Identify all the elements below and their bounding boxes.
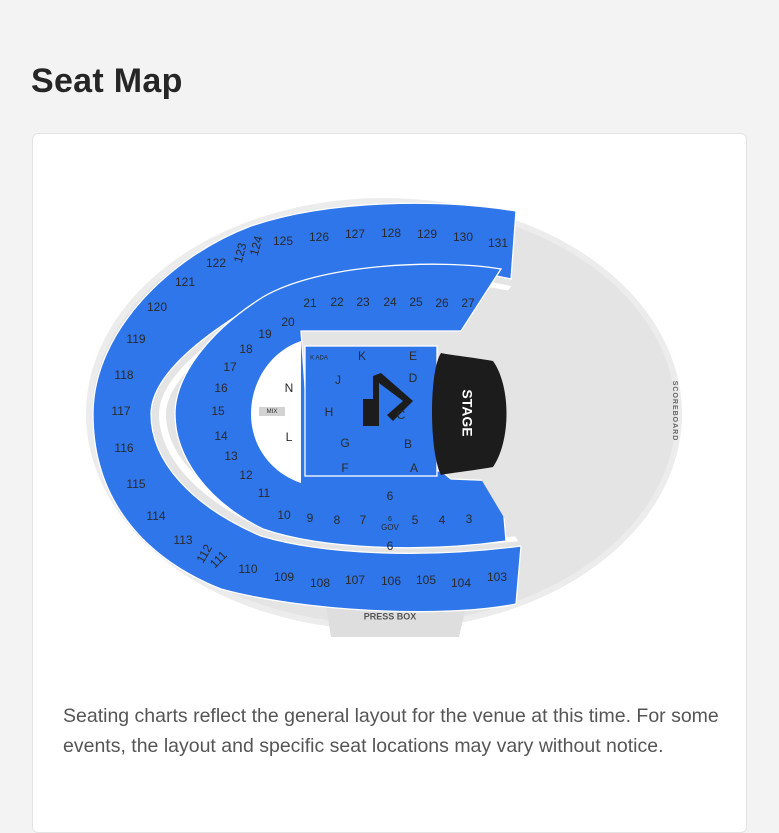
mix-label: MIX <box>267 409 278 415</box>
section-label-4[interactable]: 4 <box>439 513 446 527</box>
section-label-16[interactable]: 16 <box>214 381 228 395</box>
section-label-d[interactable]: D <box>409 371 418 385</box>
section-label-3[interactable]: 3 <box>466 512 473 526</box>
section-label-k-ada[interactable]: K ADA <box>310 356 328 362</box>
stage <box>432 353 507 475</box>
section-label-122[interactable]: 122 <box>206 256 226 270</box>
scoreboard-label: SCOREBOARD <box>671 381 678 442</box>
seat-map[interactable]: PRESS BOX STAGE MIX SCOREBOARD 103104105… <box>33 134 748 694</box>
section-label-108[interactable]: 108 <box>310 576 330 590</box>
section-label-25[interactable]: 25 <box>409 295 423 309</box>
section-label-24[interactable]: 24 <box>383 295 397 309</box>
section-label-f[interactable]: F <box>341 461 348 475</box>
section-label-114[interactable]: 114 <box>146 509 165 523</box>
section-label-7[interactable]: 7 <box>360 513 367 527</box>
section-label-20[interactable]: 20 <box>281 315 295 329</box>
section-label-e[interactable]: E <box>409 349 417 363</box>
section-label-18[interactable]: 18 <box>239 342 253 356</box>
section-label-113[interactable]: 113 <box>173 533 192 547</box>
section-label-h[interactable]: H <box>325 405 334 419</box>
section-label-130[interactable]: 130 <box>453 230 473 244</box>
section-label-127[interactable]: 127 <box>345 227 365 241</box>
section-label-19[interactable]: 19 <box>258 327 272 341</box>
section-label-126[interactable]: 126 <box>309 230 329 244</box>
section-label-14[interactable]: 14 <box>214 429 228 443</box>
section-labels: 1031041051061071081091101111121131141151… <box>111 226 508 590</box>
section-label-109[interactable]: 109 <box>274 570 294 584</box>
section-label-131[interactable]: 131 <box>488 236 508 250</box>
section-label-10[interactable]: 10 <box>277 508 291 522</box>
section-label-103[interactable]: 103 <box>487 570 507 584</box>
section-label-123[interactable]: 123 <box>231 241 250 264</box>
mix-booth <box>259 407 285 416</box>
section-label-118[interactable]: 118 <box>114 368 133 382</box>
section-label-12[interactable]: 12 <box>239 468 253 482</box>
section-label-21[interactable]: 21 <box>303 296 317 310</box>
section-label-a[interactable]: A <box>410 461 418 475</box>
section-label-121[interactable]: 121 <box>175 275 195 289</box>
section-label-119[interactable]: 119 <box>126 332 145 346</box>
section-label-26[interactable]: 26 <box>435 296 449 310</box>
thrust-runway <box>363 373 413 426</box>
section-label-115[interactable]: 115 <box>126 477 145 491</box>
section-label-125[interactable]: 125 <box>273 234 293 248</box>
section-label-13[interactable]: 13 <box>224 449 238 463</box>
section-label-110[interactable]: 110 <box>238 562 257 576</box>
section-label-n[interactable]: N <box>285 381 294 395</box>
upper-ring[interactable] <box>92 202 522 613</box>
section-label-105[interactable]: 105 <box>416 573 436 587</box>
section-label-117[interactable]: 117 <box>111 404 130 418</box>
section-label-128[interactable]: 128 <box>381 226 401 240</box>
section-label-106[interactable]: 106 <box>381 574 401 588</box>
section-label-k[interactable]: K <box>358 349 366 363</box>
section-label-15[interactable]: 15 <box>211 404 225 418</box>
section-label-120[interactable]: 120 <box>147 300 167 314</box>
section-label-124[interactable]: 124 <box>247 234 266 257</box>
section-label-8[interactable]: 8 <box>334 513 341 527</box>
press-box <box>326 606 466 637</box>
section-label-6[interactable]: 6 <box>387 539 394 553</box>
stage-label: STAGE <box>459 389 475 436</box>
section-label-6[interactable]: 6 <box>388 516 392 523</box>
section-label-j[interactable]: J <box>335 373 341 387</box>
section-label-c[interactable]: C <box>397 408 406 422</box>
section-label-9[interactable]: 9 <box>307 511 314 525</box>
page-title: Seat Map <box>31 62 183 100</box>
section-label-17[interactable]: 17 <box>223 360 237 374</box>
section-label-107[interactable]: 107 <box>345 573 365 587</box>
gov-label: GOV <box>381 523 399 532</box>
section-label-g[interactable]: G <box>340 436 349 450</box>
section-label-b[interactable]: B <box>404 437 412 451</box>
section-label-l[interactable]: L <box>286 430 293 444</box>
lower-bowl-unavailable <box>441 276 651 546</box>
section-label-22[interactable]: 22 <box>330 295 344 309</box>
section-label-116[interactable]: 116 <box>114 441 133 455</box>
disclaimer-text: Seating charts reflect the general layou… <box>63 705 719 757</box>
press-box-label: PRESS BOX <box>364 611 417 621</box>
section-label-27[interactable]: 27 <box>461 296 475 310</box>
lower-bowl[interactable] <box>174 263 507 549</box>
section-label-5[interactable]: 5 <box>412 513 419 527</box>
section-label-11[interactable]: 11 <box>258 486 271 500</box>
section-label-23[interactable]: 23 <box>356 295 370 309</box>
section-label-6[interactable]: 6 <box>387 489 394 503</box>
section-label-104[interactable]: 104 <box>451 576 471 590</box>
section-label-129[interactable]: 129 <box>417 227 437 241</box>
